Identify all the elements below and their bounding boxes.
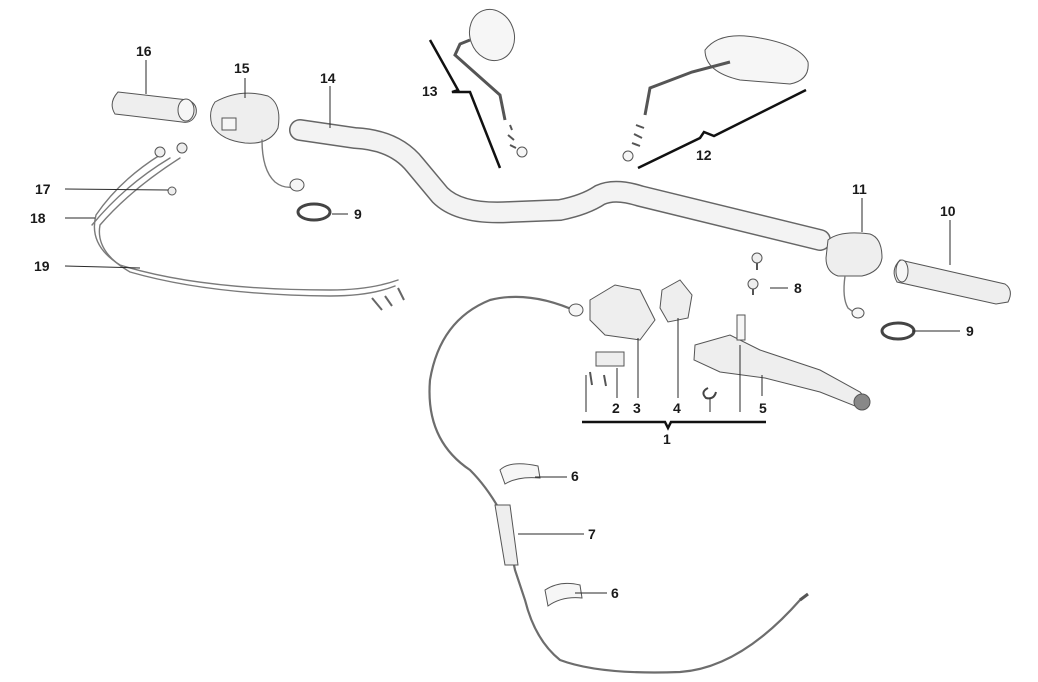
callout-16: 16 xyxy=(136,43,152,59)
clutch-switch xyxy=(589,351,717,400)
callout-18: 18 xyxy=(30,210,46,226)
callout-5: 5 xyxy=(759,400,767,416)
callout-4: 4 xyxy=(673,400,681,416)
callout-9-right: 9 xyxy=(966,323,974,339)
left-switch-housing xyxy=(210,92,305,192)
lever-bracket xyxy=(589,279,693,341)
cable-clips xyxy=(499,463,583,607)
mirror-left xyxy=(453,8,528,158)
callout-9-left: 9 xyxy=(354,206,362,222)
callout-17: 17 xyxy=(35,181,51,197)
callout-2: 2 xyxy=(612,400,620,416)
callout-10: 10 xyxy=(940,203,956,219)
callout-11: 11 xyxy=(852,181,867,197)
group-brackets xyxy=(428,39,807,431)
callout-6-lower: 6 xyxy=(611,585,619,601)
screws xyxy=(747,252,763,295)
clutch-cable xyxy=(428,295,809,674)
callout-12: 12 xyxy=(696,147,712,163)
right-switch-housing xyxy=(825,232,883,319)
handlebar xyxy=(289,119,831,251)
clamp-right xyxy=(880,321,916,341)
left-grip xyxy=(111,91,197,123)
left-wiring xyxy=(91,142,405,311)
clamp-left xyxy=(296,202,332,222)
callout-6-upper: 6 xyxy=(571,468,579,484)
callout-14: 14 xyxy=(320,70,336,86)
callout-8: 8 xyxy=(794,280,802,296)
callout-7: 7 xyxy=(588,526,596,542)
leader-lines xyxy=(64,60,960,594)
callout-19: 19 xyxy=(34,258,50,274)
callout-3: 3 xyxy=(633,400,641,416)
callout-15: 15 xyxy=(234,60,250,76)
callout-1: 1 xyxy=(663,431,671,447)
mirror-right xyxy=(622,35,809,162)
clutch-lever xyxy=(693,314,871,411)
right-grip xyxy=(893,259,1011,305)
callout-13: 13 xyxy=(422,83,438,99)
